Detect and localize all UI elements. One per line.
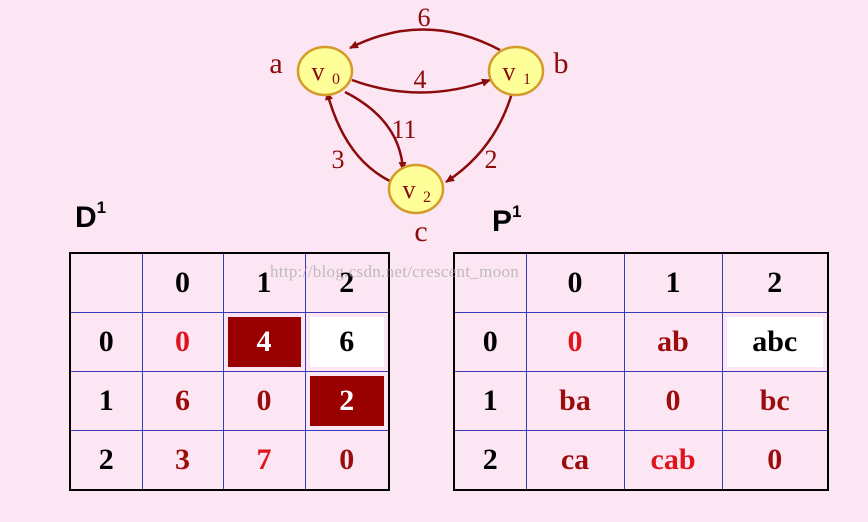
matrix-cell-highlight: abc	[721, 312, 829, 372]
highlight-box: 6	[309, 317, 384, 367]
node-name-b: b	[554, 47, 569, 80]
matrix-cell: 0	[623, 371, 723, 431]
matrix-cell: 0	[141, 312, 224, 372]
matrix-cell: 0	[525, 312, 625, 372]
table-row: 2 ca cab 0	[453, 430, 829, 491]
svg-text:v: v	[403, 175, 416, 204]
matrix-cell-highlight: 2	[304, 371, 390, 431]
row-header: 1	[69, 371, 143, 431]
matrix-cell-highlight: 4	[222, 312, 306, 372]
svg-text:v: v	[503, 57, 516, 86]
edge-v2-v0	[325, 91, 393, 184]
watermark: http://blog.csdn.net/crescent_moon	[270, 262, 520, 281]
weight-label: 6	[418, 3, 431, 32]
node-name-a: a	[269, 47, 282, 80]
svg-text:v: v	[312, 57, 325, 86]
col-header: 2	[721, 252, 829, 313]
edge-v1-v0	[349, 28, 501, 52]
distance-matrix: 0 1 2 0 0 4 6 1 6 0 2 2 3 7 0	[69, 252, 390, 491]
highlight-box: abc	[726, 317, 823, 367]
edge-v0-v2	[344, 90, 407, 171]
weight-label: 11	[391, 115, 416, 144]
matrix-p-title: P1	[492, 202, 522, 238]
svg-text:1: 1	[523, 71, 531, 88]
matrix-d-title: D1	[75, 198, 107, 234]
highlight-box: 2	[309, 376, 384, 426]
matrix-cell: bc	[721, 371, 829, 431]
matrix-cell: 3	[141, 430, 224, 491]
row-header: 0	[453, 312, 527, 372]
corner-cell	[69, 252, 143, 313]
matrix-cell: 6	[141, 371, 224, 431]
table-row: 1 ba 0 bc	[453, 371, 829, 431]
svg-text:2: 2	[423, 189, 431, 206]
col-header: 0	[525, 252, 625, 313]
matrix-cell: ab	[623, 312, 723, 372]
svg-text:0: 0	[332, 71, 340, 88]
row-header: 2	[453, 430, 527, 491]
matrix-cell: ca	[525, 430, 625, 491]
edge-v0-v1	[351, 78, 491, 94]
matrix-cell: 0	[222, 371, 306, 431]
node-name-c: c	[414, 215, 427, 248]
matrix-cell: 0	[721, 430, 829, 491]
table-row: 0 0 4 6	[69, 312, 390, 372]
matrix-cell: ba	[525, 371, 625, 431]
col-header: 0	[141, 252, 224, 313]
row-header: 0	[69, 312, 143, 372]
table-row: 2 3 7 0	[69, 430, 390, 491]
matrix-cell: 7	[222, 430, 306, 491]
matrix-cell: cab	[623, 430, 723, 491]
table-row: 0 0 ab abc	[453, 312, 829, 372]
node-v2: v 2	[387, 163, 445, 215]
matrix-cell-highlight: 6	[304, 312, 390, 372]
col-header: 1	[623, 252, 723, 313]
edge-v1-v2	[445, 92, 514, 184]
table-row: 0 1 2	[69, 252, 390, 313]
weight-label: 4	[414, 65, 427, 94]
node-v0: v 0	[296, 45, 354, 97]
path-matrix: 0 1 2 0 0 ab abc 1 ba 0 bc 2 ca cab 0	[453, 252, 829, 491]
weight-label: 2	[485, 145, 498, 174]
table-row: 1 6 0 2	[69, 371, 390, 431]
table-row: 0 1 2	[453, 252, 829, 313]
row-header: 2	[69, 430, 143, 491]
node-v1: v 1	[487, 45, 545, 97]
weight-label: 3	[332, 145, 345, 174]
row-header: 1	[453, 371, 527, 431]
graph-diagram: 6 4 11 3 2 v 0 v 1 v 2 a b c	[269, 3, 569, 248]
highlight-box: 4	[227, 317, 301, 367]
matrix-cell: 0	[304, 430, 390, 491]
